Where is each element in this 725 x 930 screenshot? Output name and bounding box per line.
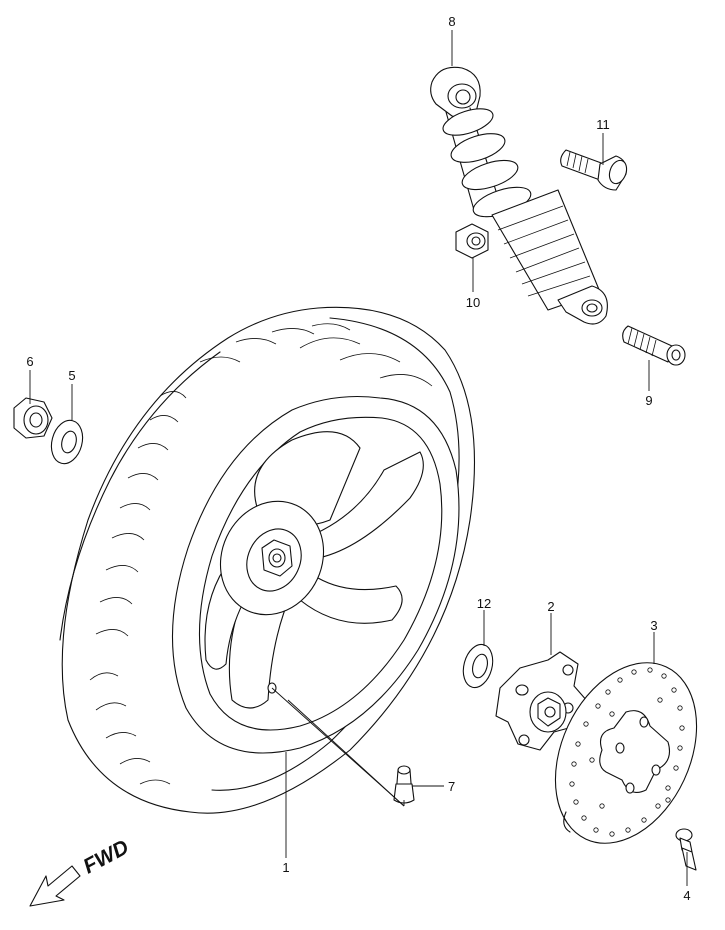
- brake-disc[interactable]: [528, 640, 724, 866]
- spacer[interactable]: [459, 641, 497, 691]
- shock-lower-bolt[interactable]: [622, 325, 686, 366]
- callout-1: 1: [282, 860, 289, 875]
- tire-valve[interactable]: [393, 765, 415, 804]
- leader-lines: [29, 30, 688, 886]
- callout-5: 5: [68, 368, 75, 383]
- forward-arrow-icon: [29, 865, 81, 907]
- callout-7: 7: [448, 779, 455, 794]
- disc-hub[interactable]: [495, 651, 589, 751]
- callout-11: 11: [596, 117, 610, 132]
- callout-6: 6: [26, 354, 33, 369]
- shock-upper-bolt[interactable]: [560, 149, 630, 191]
- shock-nut[interactable]: [455, 223, 489, 259]
- rear-shock-absorber[interactable]: [430, 66, 608, 325]
- callout-4: 4: [683, 888, 690, 903]
- callout-8: 8: [448, 14, 455, 29]
- callout-3: 3: [650, 618, 657, 633]
- washer[interactable]: [47, 417, 87, 467]
- callout-2: 2: [547, 599, 554, 614]
- axle-nut[interactable]: [13, 397, 53, 439]
- rear-wheel-tire[interactable]: [59, 306, 476, 814]
- callout-9: 9: [645, 393, 652, 408]
- fwd-label: FWD: [80, 836, 133, 879]
- callout-10: 10: [466, 295, 480, 310]
- disc-vent-holes: [569, 667, 685, 837]
- callout-12: 12: [477, 596, 491, 611]
- disc-bolt[interactable]: [675, 828, 697, 871]
- forward-direction-indicator: FWD: [29, 836, 133, 907]
